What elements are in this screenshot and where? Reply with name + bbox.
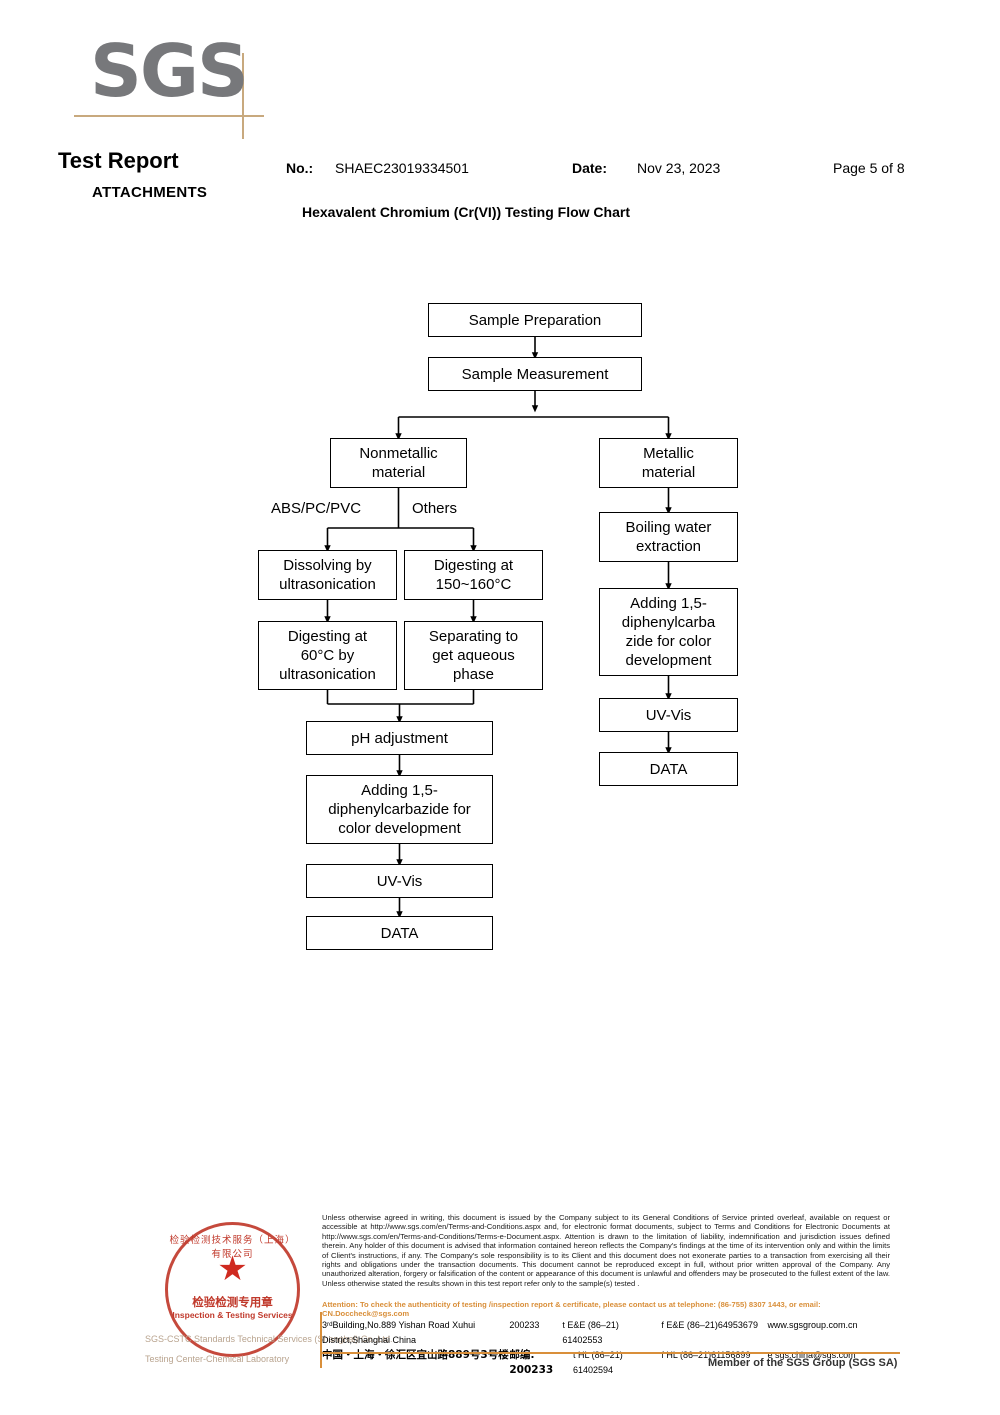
flow-node-metallic: Metallicmaterial <box>599 438 738 488</box>
flow-node-adding-right: Adding 1,5-diphenylcarbazide for colorde… <box>599 588 738 676</box>
seal-chinese-text: 检验检测专用章 <box>165 1294 300 1310</box>
website[interactable]: www.sgsgroup.com.cn <box>767 1318 900 1333</box>
attention-notice: Attention: To check the authenticity of … <box>322 1300 890 1319</box>
flow-node-data-right: DATA <box>599 752 738 786</box>
flow-node-nonmetallic: Nonmetallicmaterial <box>330 438 467 488</box>
footer-horizontal-rule <box>322 1352 900 1354</box>
star-icon: ★ <box>217 1252 247 1286</box>
tel-ee: t E&E (86–21) 61402553 <box>562 1318 661 1348</box>
legal-disclaimer: Unless otherwise agreed in writing, this… <box>322 1213 890 1288</box>
address-en: 3ʳᵈBuilding,No.889 Yishan Road Xuhui Dis… <box>322 1318 509 1348</box>
fax-ee: f E&E (86–21)64953679 <box>661 1318 767 1333</box>
flow-node-ph: pH adjustment <box>306 721 493 755</box>
flow-node-digest150: Digesting at150~160°C <box>404 550 543 600</box>
footer-address-block: 3ʳᵈBuilding,No.889 Yishan Road Xuhui Dis… <box>322 1318 900 1378</box>
flow-node-dissolving: Dissolving byultrasonication <box>258 550 397 600</box>
flow-node-data-left: DATA <box>306 916 493 950</box>
flow-node-separating: Separating toget aqueousphase <box>404 621 543 690</box>
edge-label-abs-pc-pvc: ABS/PC/PVC <box>271 500 361 517</box>
flow-node-uvvis-right: UV-Vis <box>599 698 738 732</box>
flow-node-measure: Sample Measurement <box>428 357 642 391</box>
address-cn: 中国・上海・徐汇区宜山路889号3号楼 <box>322 1348 509 1363</box>
inspection-seal: 检验检测技术服务（上海）有限公司 ★ 检验检测专用章 Inspection & … <box>165 1222 300 1357</box>
seal-english-text: Inspection & Testing Services <box>165 1310 300 1320</box>
address-row-en: 3ʳᵈBuilding,No.889 Yishan Road Xuhui Dis… <box>322 1318 900 1348</box>
flow-node-uvvis-left: UV-Vis <box>306 864 493 898</box>
member-notice: Member of the SGS Group (SGS SA) <box>708 1357 897 1369</box>
postcode-en: 200233 <box>509 1318 562 1333</box>
flow-node-prep: Sample Preparation <box>428 303 642 337</box>
flow-node-boiling: Boiling waterextraction <box>599 512 738 562</box>
flow-node-digest60: Digesting at60°C byultrasonication <box>258 621 397 690</box>
edge-label-others: Others <box>412 500 457 517</box>
flow-node-adding-left: Adding 1,5-diphenylcarbazide forcolor de… <box>306 775 493 844</box>
